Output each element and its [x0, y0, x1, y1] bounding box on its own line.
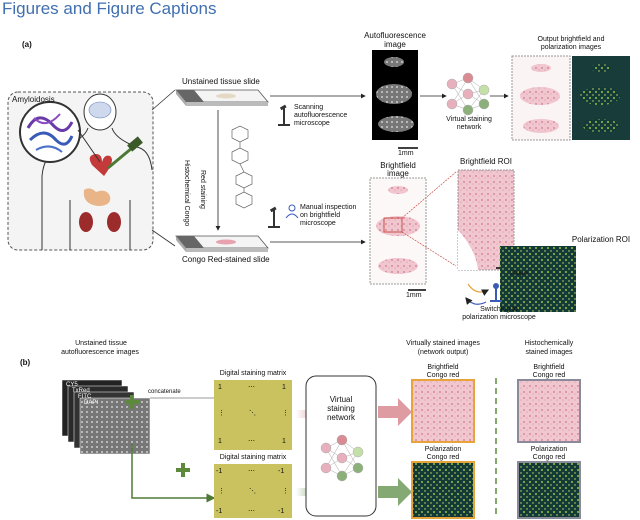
matrix-top-c3: 1: [282, 384, 286, 391]
matrix-bottom-vdots-left: ⋮: [218, 488, 225, 495]
scale-1mm-bottom: 1mm: [406, 292, 422, 299]
switching-label-2: polarization microscope: [462, 314, 536, 321]
microscope-icon-top: [278, 104, 290, 126]
unstained-title-1: Unstained tissue: [75, 340, 127, 347]
histo-pol-label-1: Polarization: [530, 446, 568, 453]
channel-stack: [61, 379, 151, 455]
unstained-slide-icon: [175, 89, 269, 106]
staining-matrix-top: [214, 380, 292, 450]
matrix-bottom-dots: ⋯: [248, 468, 255, 475]
manual-label-2: on brightfield: [300, 212, 341, 219]
dsm-label-bottom: Digital staining matrix: [219, 454, 287, 461]
virtual-bf-label-1: Brightfield: [427, 364, 459, 371]
output-title-1: Output brightfield and: [537, 36, 605, 43]
output-title-2: polarization images: [540, 44, 602, 51]
virtual-polarization-image: [411, 461, 475, 519]
bf-image-title-2: image: [387, 169, 409, 178]
histo-bf-label-1: Brightfield: [533, 364, 565, 371]
dsm-label-top: Digital staining matrix: [219, 370, 287, 377]
matrix-bottom-r3c1: -1: [216, 508, 223, 515]
autofluor-title-1: Autofluorescence: [364, 31, 426, 40]
pol-roi-title: Polarization ROI: [571, 235, 631, 244]
virtual-net-label-1: Virtual staining: [446, 116, 492, 123]
virtual-pol-label-1: Polarization: [424, 446, 462, 453]
matrix-top-r3dots: ⋯: [248, 438, 255, 445]
virtual-staining-network-icon-small: [446, 72, 490, 116]
scale-1mm-top: 1mm: [398, 150, 414, 157]
congo-red-molecule-icon: [231, 125, 253, 209]
matrix-top-r3c3: 1: [282, 438, 286, 445]
plus-icon-top: [125, 395, 139, 409]
polarization-roi-image: [500, 246, 576, 312]
human-figure-icon: [41, 93, 153, 250]
polarization-microscope-icon: [490, 283, 502, 302]
manual-label-1: Manual inspection: [300, 204, 357, 211]
histo-brightfield-image: [517, 379, 581, 443]
autofluor-title-2: image: [384, 40, 406, 49]
panel-label-b: (b): [20, 358, 31, 367]
staining-matrix-bottom: [214, 464, 292, 518]
switching-label-1: Switching to: [480, 306, 518, 313]
matrix-top-r3c1: 1: [218, 438, 222, 445]
histochem-label-2: Red staining: [199, 170, 206, 209]
matrix-bottom-c1: -1: [216, 468, 223, 475]
unstained-slide-label: Unstained tissue slide: [182, 77, 260, 86]
microscope-icon-bottom: [268, 206, 280, 228]
magnifier-icon: [19, 101, 81, 163]
matrix-top-dots: ⋯: [248, 384, 255, 391]
concatenate-label: concatenate: [148, 389, 181, 395]
section-title: Figures and Figure Captions: [2, 0, 217, 18]
virtual-staining-network-icon-large: [320, 434, 364, 482]
scale-200um: 200μm: [510, 271, 529, 277]
bf-image-title-1: Brightfield: [380, 161, 416, 170]
virtual-title-2: (network output): [417, 349, 469, 356]
histochem-label-1: Histochemical Congo: [183, 160, 190, 227]
manual-label-3: microscope: [300, 220, 336, 227]
unstained-title-2: autofluorescence images: [61, 349, 139, 356]
virtual-title-1: Virtually stained images: [406, 340, 480, 347]
congo-red-slide-icon: [175, 235, 269, 252]
vs-net-label-3: network: [326, 413, 355, 422]
bf-roi-title: Brightfield ROI: [459, 157, 513, 166]
histo-bf-label-2: Congo red: [532, 372, 566, 379]
virtual-brightfield-image: [411, 379, 475, 443]
scanning-label-1: Scanning: [294, 104, 324, 111]
matrix-top-vdots-left: ⋮: [218, 410, 225, 417]
virtual-net-label-2: network: [456, 124, 482, 131]
histo-polarization-image: [517, 461, 581, 519]
channel-fitc: FITC: [78, 394, 92, 400]
channel-cy5: CY5: [66, 382, 78, 388]
virtual-staining-network-box: [305, 375, 377, 517]
amyloid-fibrils-icon: [26, 113, 74, 153]
matrix-top-vdots-right: ⋮: [282, 410, 289, 417]
matrix-bottom-vdots-right: ⋮: [282, 488, 289, 495]
vs-net-label-1: Virtual: [329, 395, 353, 404]
matrix-bottom-ddots: ⋱: [249, 488, 256, 495]
matrix-bottom-r3c3: -1: [278, 508, 285, 515]
channel-txred: TxRed: [72, 388, 90, 394]
matrix-bottom-r3dots: ⋯: [248, 508, 255, 515]
matrix-bottom-c3: -1: [278, 468, 285, 475]
virtual-bf-label-2: Congo red: [426, 372, 460, 379]
congo-slide-label: Congo Red-stained slide: [182, 255, 270, 264]
histo-title-1: Histochemically: [524, 340, 574, 347]
matrix-top-ddots: ⋱: [249, 410, 256, 417]
panel-label-a: (a): [22, 40, 32, 49]
plus-icon-bottom: [176, 463, 190, 477]
matrix-top-c1: 1: [218, 384, 222, 391]
amyloidosis-label: Amyloidosis: [12, 95, 55, 104]
virtual-pol-label-2: Congo red: [426, 454, 460, 461]
scanning-label-2: autofluorescence: [294, 112, 348, 119]
vs-net-label-2: staining: [327, 404, 355, 413]
user-icon: [285, 204, 299, 219]
channel-dapi: DAPI: [84, 400, 99, 406]
histo-pol-label-2: Congo red: [532, 454, 566, 461]
histo-title-2: stained images: [525, 349, 573, 356]
scanning-label-3: microscope: [294, 120, 330, 127]
